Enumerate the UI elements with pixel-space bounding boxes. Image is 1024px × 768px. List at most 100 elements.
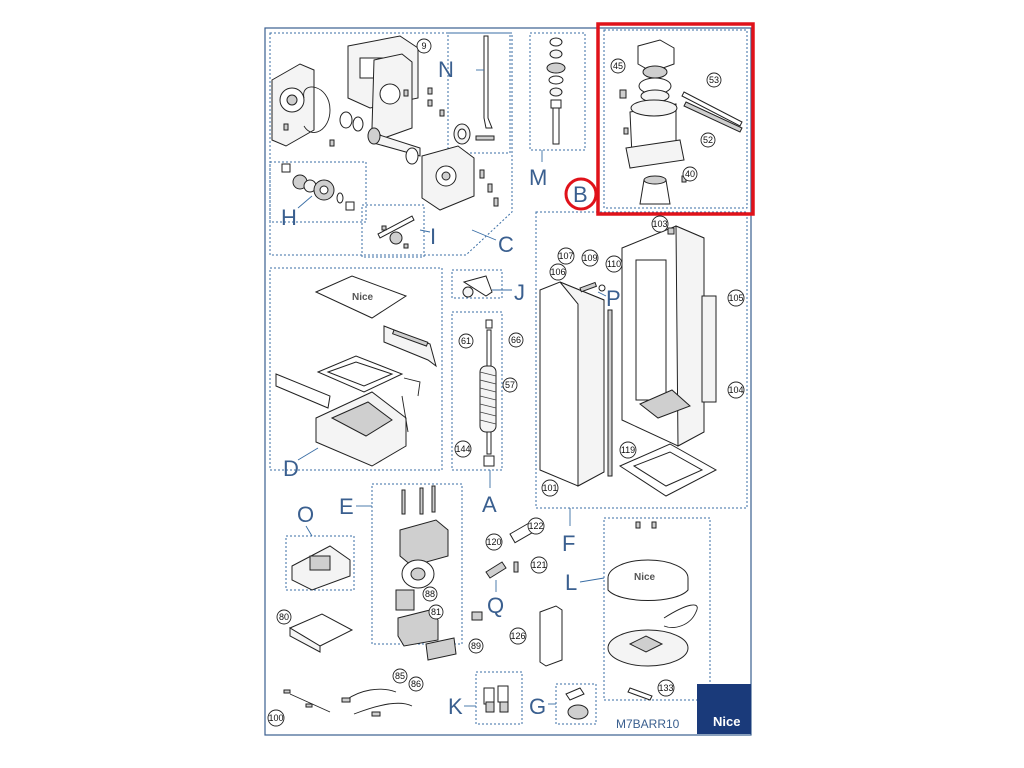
highlight-box xyxy=(596,22,755,216)
svg-text:119: 119 xyxy=(621,445,635,455)
svg-text:101: 101 xyxy=(542,483,557,493)
callout-106: 106 xyxy=(549,263,567,281)
gear-cluster xyxy=(281,163,355,211)
callout-105: 105 xyxy=(727,289,745,307)
callout-101: 101 xyxy=(541,479,559,497)
bolt-set-p xyxy=(579,281,606,293)
svg-text:120: 120 xyxy=(486,537,501,547)
svg-text:81: 81 xyxy=(431,607,441,617)
svg-text:121: 121 xyxy=(531,560,546,570)
letter-q: Q xyxy=(487,593,504,618)
letter-g: G xyxy=(529,694,546,719)
svg-text:Nice: Nice xyxy=(352,292,374,303)
callout-45: 45 xyxy=(610,58,626,74)
svg-text:126: 126 xyxy=(510,631,525,641)
cover-set: Nice xyxy=(275,275,437,467)
cable-set xyxy=(283,688,413,717)
balancing-spring xyxy=(479,319,497,467)
group-k-outline xyxy=(475,671,523,725)
svg-text:100: 100 xyxy=(268,713,283,723)
callout-40: 40 xyxy=(682,166,698,182)
svg-text:104: 104 xyxy=(728,385,743,395)
svg-text:110: 110 xyxy=(607,259,621,269)
small-part-89 xyxy=(471,611,483,621)
letter-e: E xyxy=(339,494,354,519)
callout-88: 88 xyxy=(422,586,438,602)
svg-text:66: 66 xyxy=(511,335,521,345)
group-o-outline xyxy=(285,535,355,591)
svg-text:9: 9 xyxy=(421,41,426,51)
svg-text:144: 144 xyxy=(455,444,470,454)
callout-126: 126 xyxy=(509,627,527,645)
svg-text:105: 105 xyxy=(728,293,743,303)
svg-text:45: 45 xyxy=(613,61,623,71)
barrier-cabinet xyxy=(539,225,718,497)
callout-144: 144 xyxy=(454,440,472,458)
callout-107: 107 xyxy=(557,247,575,265)
group-j-outline xyxy=(451,269,503,299)
callout-85: 85 xyxy=(392,668,408,684)
svg-text:133: 133 xyxy=(658,683,673,693)
callout-61: 61 xyxy=(458,333,474,349)
brand-block xyxy=(697,684,751,734)
svg-text:52: 52 xyxy=(703,135,713,145)
callout-121: 121 xyxy=(530,556,548,574)
svg-text:61: 61 xyxy=(461,336,471,346)
motor-assembly xyxy=(619,39,743,205)
callout-110: 110 xyxy=(605,255,623,273)
letter-p: P xyxy=(606,286,621,311)
group-letters: N M B H I C J P D A E O F L Q K G xyxy=(281,57,621,719)
callout-120: 120 xyxy=(485,533,503,551)
svg-text:86: 86 xyxy=(411,679,421,689)
letter-j: J xyxy=(514,280,525,305)
letter-m: M xyxy=(529,165,547,190)
group-f-outline xyxy=(535,211,748,509)
fastener-q xyxy=(485,522,535,579)
callout-53: 53 xyxy=(706,72,722,88)
leader-lines xyxy=(297,69,607,707)
svg-text:122: 122 xyxy=(528,521,543,531)
part-callouts: 9 45 53 52 40 103 107 109 110 106 105 61… xyxy=(267,38,745,727)
lever-rod xyxy=(453,35,495,145)
callout-109: 109 xyxy=(581,249,599,267)
group-n-outline xyxy=(447,32,511,154)
svg-text:Nice: Nice xyxy=(634,572,656,583)
svg-text:89: 89 xyxy=(471,641,481,651)
group-h-outline xyxy=(269,161,367,223)
svg-text:53: 53 xyxy=(709,75,719,85)
letter-b: B xyxy=(573,182,588,207)
callout-81: 81 xyxy=(428,604,444,620)
callout-103: 103 xyxy=(651,215,669,233)
letter-f: F xyxy=(562,531,575,556)
callout-89: 89 xyxy=(468,638,484,654)
letter-k: K xyxy=(448,694,463,719)
key-set xyxy=(483,685,509,713)
callout-104: 104 xyxy=(727,381,745,399)
letter-c: C xyxy=(498,232,514,257)
control-electronics xyxy=(395,485,457,661)
drawing-code: M7BARR10 xyxy=(616,717,680,731)
column-profile xyxy=(539,605,563,667)
callout-52: 52 xyxy=(700,132,716,148)
group-a-outline xyxy=(451,311,503,471)
gearbox-assembly xyxy=(271,35,499,211)
callout-119: 119 xyxy=(619,441,637,459)
callout-133: 133 xyxy=(657,679,675,697)
svg-text:109: 109 xyxy=(582,253,597,263)
flashing-light: Nice xyxy=(607,521,698,701)
svg-text:40: 40 xyxy=(685,169,695,179)
pin-gear xyxy=(377,215,415,249)
control-board xyxy=(288,545,354,653)
callout-9: 9 xyxy=(416,38,432,54)
diagram-frame xyxy=(264,27,752,736)
svg-text:106: 106 xyxy=(550,267,565,277)
svg-text:80: 80 xyxy=(279,612,289,622)
callout-57: 57 xyxy=(502,377,518,393)
callout-66: 66 xyxy=(508,332,524,348)
release-lever xyxy=(462,275,493,298)
group-m-outline xyxy=(529,32,586,151)
group-l-outline xyxy=(603,517,711,701)
svg-text:57: 57 xyxy=(505,380,515,390)
letter-o: O xyxy=(297,502,314,527)
